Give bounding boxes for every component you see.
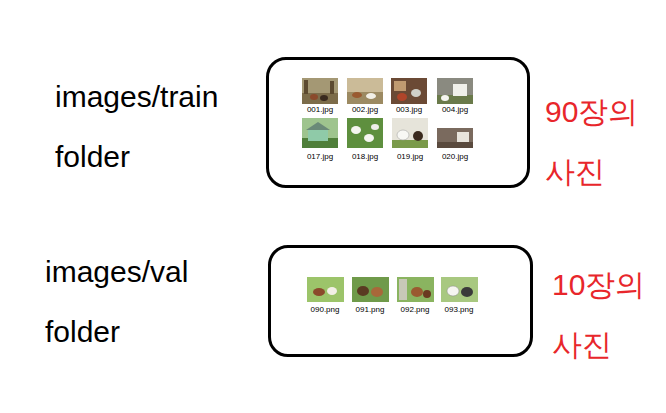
file-slot: 001.jpg — [298, 105, 342, 115]
file-name: 019.jpg — [388, 152, 432, 162]
file-name: 018.jpg — [343, 152, 387, 162]
file-slot: 018.jpg — [343, 152, 387, 162]
folder-box: 090.png091.png092.png093.png — [268, 245, 533, 357]
image-count: 90장의 사진 — [545, 82, 660, 202]
file-name: 001.jpg — [298, 105, 342, 115]
thumbnail — [302, 118, 338, 148]
file-slot: 017.jpg — [298, 152, 342, 162]
thumbnail — [347, 118, 383, 148]
file-slot: 090.png — [303, 305, 347, 315]
file-slot: 019.jpg — [388, 152, 432, 162]
label-slot: images/val folder — [45, 242, 260, 362]
folder-name: images/val folder — [45, 242, 260, 362]
file-name: 002.jpg — [343, 105, 387, 115]
file-name: 092.png — [393, 305, 437, 315]
thumbnail — [397, 277, 434, 302]
file-slot: 091.png — [348, 305, 392, 315]
thumbnail — [347, 78, 383, 104]
label-slot: images/train folder — [55, 67, 270, 187]
file-slot: 002.jpg — [343, 105, 387, 115]
thumbnail — [302, 78, 338, 104]
file-slot: 020.jpg — [433, 152, 477, 162]
label-slot: 90장의 사진 — [545, 82, 660, 202]
file-name: 090.png — [303, 305, 347, 315]
thumbnail — [441, 277, 478, 302]
file-name: 020.jpg — [433, 152, 477, 162]
thumbnail — [437, 128, 473, 148]
thumbnail — [307, 277, 344, 302]
file-name: 004.jpg — [433, 105, 477, 115]
folder-name: images/train folder — [55, 67, 270, 187]
file-name: 017.jpg — [298, 152, 342, 162]
file-slot: 003.jpg — [387, 105, 431, 115]
label-slot: 10장의 사진 — [552, 255, 662, 375]
folder-box: 001.jpg002.jpg003.jpg004.jpg 017.jpg018.j… — [266, 57, 530, 188]
thumbnail — [352, 277, 389, 302]
file-slot: 092.png — [393, 305, 437, 315]
file-name: 091.png — [348, 305, 392, 315]
thumbnail — [391, 78, 427, 104]
file-name: 003.jpg — [387, 105, 431, 115]
file-name: 093.png — [437, 305, 481, 315]
thumbnail — [392, 118, 428, 148]
thumbnail — [437, 78, 473, 104]
image-count: 10장의 사진 — [552, 255, 662, 375]
file-slot: 093.png — [437, 305, 481, 315]
file-slot: 004.jpg — [433, 105, 477, 115]
